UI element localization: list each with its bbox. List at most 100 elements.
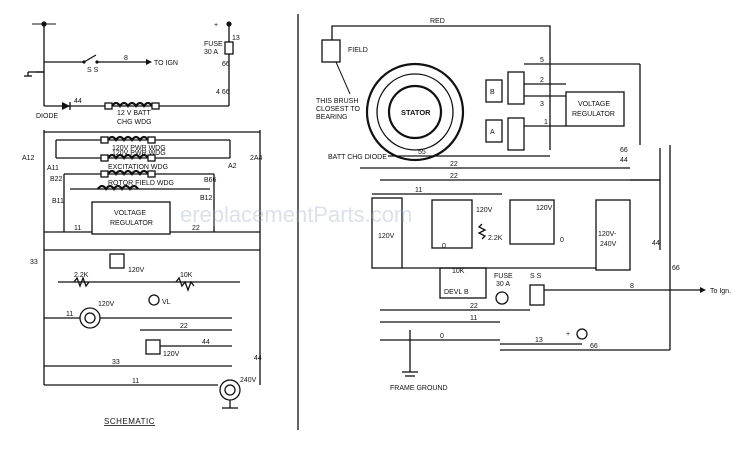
svg-text:44: 44 [74,98,82,105]
watermark: ereplacementParts.com [180,202,412,227]
svg-text:+: + [214,22,218,29]
svg-text:4 66: 4 66 [216,89,230,96]
schematic-relay-2 [145,339,161,355]
svg-text:STATOR: STATOR [401,108,431,117]
svg-text:33: 33 [112,359,120,366]
svg-text:13: 13 [535,337,543,344]
svg-text:A11: A11 [47,165,59,172]
svg-text:S S: S S [530,273,542,280]
schematic-panel: S S 8 TO IGN + FUSE 30 A 13 66 4 66 DIOD… [22,21,263,426]
svg-text:REGULATOR: REGULATOR [572,111,615,118]
svg-text:3: 3 [540,101,544,108]
svg-text:11: 11 [74,225,81,232]
brush-block-bottom [507,117,525,151]
svg-text:44: 44 [202,339,210,346]
svg-text:CLOSEST TO: CLOSEST TO [316,106,361,113]
schematic-fuse [224,41,234,55]
schematic-voltage-regulator [91,201,171,235]
red-wire [331,25,551,150]
svg-text:0: 0 [440,333,444,340]
svg-text:DEVL B: DEVL B [444,289,469,296]
stator-core [387,84,443,140]
svg-text:CHG WDG: CHG WDG [117,119,152,126]
wiring-panel: RED FIELD THIS BRUSH CLOSEST TO BEARING … [316,18,731,392]
svg-text:22: 22 [450,161,458,168]
svg-text:DIODE: DIODE [36,113,59,120]
svg-text:EXCITATION WDG: EXCITATION WDG [108,164,168,171]
svg-text:FUSE: FUSE [204,41,223,48]
schematic-to-ign: TO IGN [154,60,178,67]
switch-symbol [83,54,97,63]
stator-outer [365,62,465,162]
wiring-to-ign: To Ign. [710,288,731,295]
svg-text:B22: B22 [50,176,63,183]
svg-text:120V: 120V [98,301,115,308]
svg-text:B11: B11 [52,198,64,205]
svg-text:22: 22 [180,323,188,330]
svg-text:66: 66 [620,147,628,154]
svg-text:VL: VL [162,299,171,306]
svg-text:55: 55 [418,149,426,156]
svg-text:22: 22 [192,225,200,232]
svg-text:BEARING: BEARING [316,114,348,121]
power-winding-2 [107,153,149,160]
svg-text:66: 66 [672,265,680,272]
svg-text:240V: 240V [600,241,617,248]
svg-text:10K: 10K [452,268,465,275]
schematic-relay [109,253,125,269]
svg-text:120V: 120V [378,233,395,240]
terminal-b [485,79,503,103]
resistor-2-2k [73,276,90,288]
brush-block-top [507,71,525,105]
receptacle-120v-left [371,197,403,269]
wiring-start-switch [529,284,545,306]
svg-text:FIELD: FIELD [348,47,368,54]
svg-text:2A4: 2A4 [250,155,263,162]
field-brush [321,39,341,63]
svg-text:VOLTAGE: VOLTAGE [578,101,610,108]
svg-text:RED: RED [430,18,445,25]
svg-text:8: 8 [124,55,128,62]
svg-text:120V: 120V [536,205,553,212]
svg-text:120V: 120V [476,207,493,214]
svg-text:120V PWR WDG: 120V PWR WDG [112,150,166,157]
svg-text:13: 13 [232,35,240,42]
svg-text:BATT CHG DIODE: BATT CHG DIODE [328,154,387,161]
center-receptacle [431,199,473,249]
svg-text:8: 8 [630,283,634,290]
rotor-field-winding [97,184,139,191]
schematic-diode [62,102,70,110]
battery-positive-post [576,328,588,340]
devl-b-module [439,267,487,299]
terminal-a [485,119,503,143]
svg-text:2.2K: 2.2K [488,235,503,242]
svg-text:44: 44 [620,157,628,164]
schematic-ss-label: S S [87,67,99,74]
svg-text:120V-: 120V- [598,231,617,238]
svg-text:A2: A2 [228,163,237,170]
arrow-to-ign [146,59,152,65]
excitation-winding [107,169,149,176]
svg-text:120V PWR WDG: 120V PWR WDG [112,145,166,152]
svg-text:11: 11 [66,311,73,318]
svg-text:11: 11 [415,187,422,194]
svg-text:1: 1 [544,119,548,126]
schematic-vl-indicator [148,294,160,306]
svg-text:0: 0 [560,237,564,244]
svg-text:A12: A12 [22,155,35,162]
resistor-2-2k-wiring [477,223,487,240]
svg-text:ROTOR FIELD WDG: ROTOR FIELD WDG [108,180,174,187]
svg-text:B: B [490,89,495,96]
svg-text:REGULATOR: REGULATOR [110,220,153,227]
svg-text:33: 33 [30,259,38,266]
svg-text:11: 11 [132,378,139,385]
svg-text:0: 0 [442,243,446,250]
svg-text:30 A: 30 A [204,49,218,56]
svg-text:120V: 120V [128,267,145,274]
resistor-10k [175,276,195,292]
receptacle-120v-right [509,199,555,245]
svg-text:22: 22 [450,173,458,180]
wiring-voltage-regulator [565,91,625,127]
